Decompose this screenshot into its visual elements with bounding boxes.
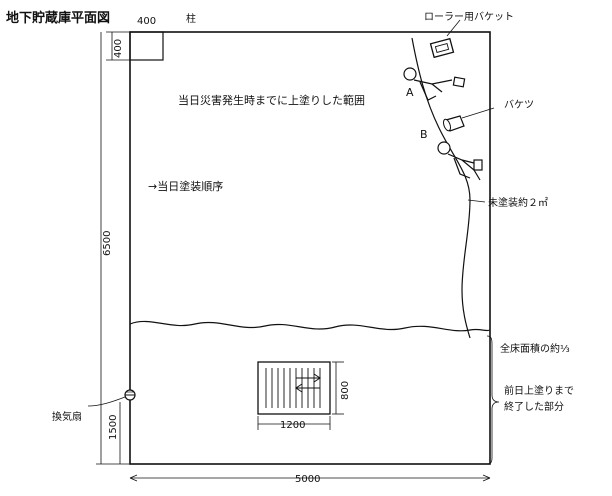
paint-order-label: →当日塗装順序 [148, 179, 223, 193]
fan-height-dim: 1500 [108, 415, 119, 440]
lower-area-brace [486, 335, 500, 465]
painted-area-label: 当日災害発生時までに上塗りした範囲 [178, 93, 365, 107]
diagram-title: 地下貯蔵庫平面図 [6, 10, 110, 26]
worker-a-figure [403, 67, 466, 101]
column-width-dim: 400 [137, 16, 156, 27]
column-label: 柱 [186, 12, 196, 25]
fan-label: 換気扇 [52, 410, 82, 423]
prev-day-label-2: 終了した部分 [504, 400, 564, 413]
painted-boundary-wave [129, 320, 491, 332]
unpainted-label: 未塗装約２㎡ [488, 196, 548, 209]
prev-day-label-1: 前日上塗りまで [504, 384, 574, 397]
worker-b-label: B [420, 128, 428, 141]
column-square [129, 31, 164, 61]
paint-bucket-icon [443, 115, 465, 132]
column-height-dim: 400 [113, 39, 124, 58]
hatch-width-dim: 1200 [280, 420, 305, 431]
floor-hatch [257, 361, 331, 415]
worker-a-label: A [406, 86, 414, 99]
dim-arrow [129, 474, 138, 482]
roller-bucket-icon [429, 37, 455, 59]
leader-line [467, 199, 486, 203]
leader-line [87, 396, 126, 407]
room-outline [129, 31, 491, 465]
total-height-dim: 6500 [102, 231, 113, 256]
worker-b-figure [437, 141, 483, 181]
ventilation-fan-icon [124, 389, 136, 401]
bucket-label: バケツ [504, 99, 534, 111]
floor-ratio-label: 全床面積の約⅓ [500, 342, 570, 355]
hatch-height-dim: 800 [340, 381, 351, 400]
dim-arrow [482, 474, 491, 482]
total-width-dim: 5000 [295, 474, 320, 485]
leader-line [446, 19, 461, 37]
roller-bucket-label: ローラー用バケット [424, 11, 514, 23]
leader-line [461, 107, 495, 119]
